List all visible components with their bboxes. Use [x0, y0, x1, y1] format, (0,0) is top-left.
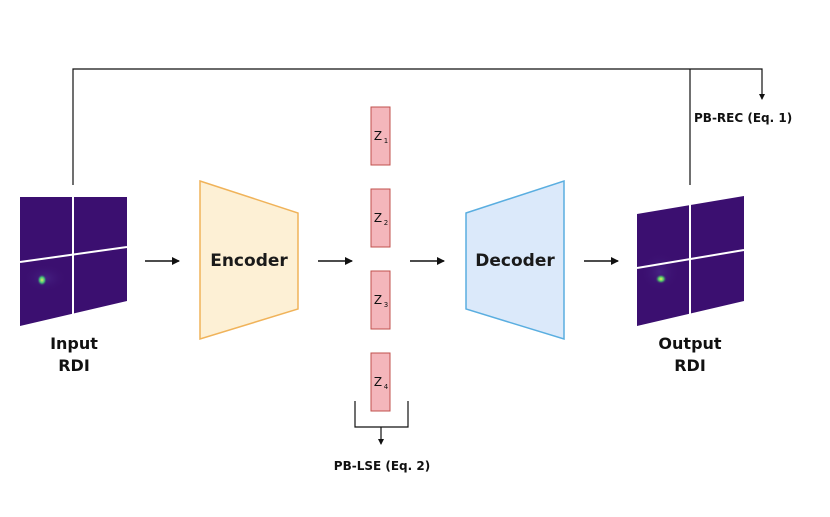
latent-z4: Z 4 [370, 352, 391, 412]
decoder-label: Decoder [475, 251, 555, 271]
latent-z1: Z 1 [370, 106, 391, 166]
pb-rec-label: PB-REC (Eq. 1) [694, 111, 792, 125]
reconstruction-loss-path: PB-REC (Eq. 1) [72, 68, 792, 185]
pb-lse-label: PB-LSE (Eq. 2) [334, 459, 430, 473]
latent-z3-label: Z [374, 293, 382, 307]
latent-z2: Z 2 [370, 188, 391, 248]
output-label-line2: RDI [674, 356, 706, 375]
latent-z3-subscript: 3 [384, 301, 388, 309]
output-label-line1: Output [658, 334, 721, 353]
decoder-block: Decoder [465, 179, 565, 341]
latent-z4-box [370, 352, 391, 412]
output-rdi-image [636, 196, 745, 326]
latent-z2-subscript: 2 [384, 219, 388, 227]
latent-z4-subscript: 4 [384, 383, 389, 391]
latent-loss-path: PB-LSE (Eq. 2) [334, 401, 430, 473]
latent-z4-label: Z [374, 375, 382, 389]
latent-z1-label: Z [374, 129, 382, 143]
reconstruction-connector [72, 68, 765, 185]
latent-z2-box [370, 188, 391, 248]
encoder-shape [199, 179, 299, 341]
latent-z2-label: Z [374, 211, 382, 225]
latent-z3-box [370, 270, 391, 330]
input-rdi-grid-h [19, 246, 128, 263]
latent-vectors: Z 1 Z 2 Z 3 Z 4 [370, 106, 391, 412]
latent-z1-subscript: 1 [384, 137, 388, 145]
output-rdi-haze [640, 252, 680, 292]
latent-z3: Z 3 [370, 270, 391, 330]
decoder-shape [465, 179, 565, 341]
encoder-label: Encoder [210, 251, 288, 271]
output-rdi-hotspot [655, 274, 667, 284]
input-label-line1: Input [50, 334, 98, 353]
encoder-block: Encoder [199, 179, 299, 341]
output-rdi-grid-h [636, 249, 745, 269]
latent-z1-box [370, 106, 391, 166]
input-label-line2: RDI [58, 356, 90, 375]
input-rdi-image [19, 197, 128, 326]
input-rdi-hotspot [37, 274, 47, 286]
